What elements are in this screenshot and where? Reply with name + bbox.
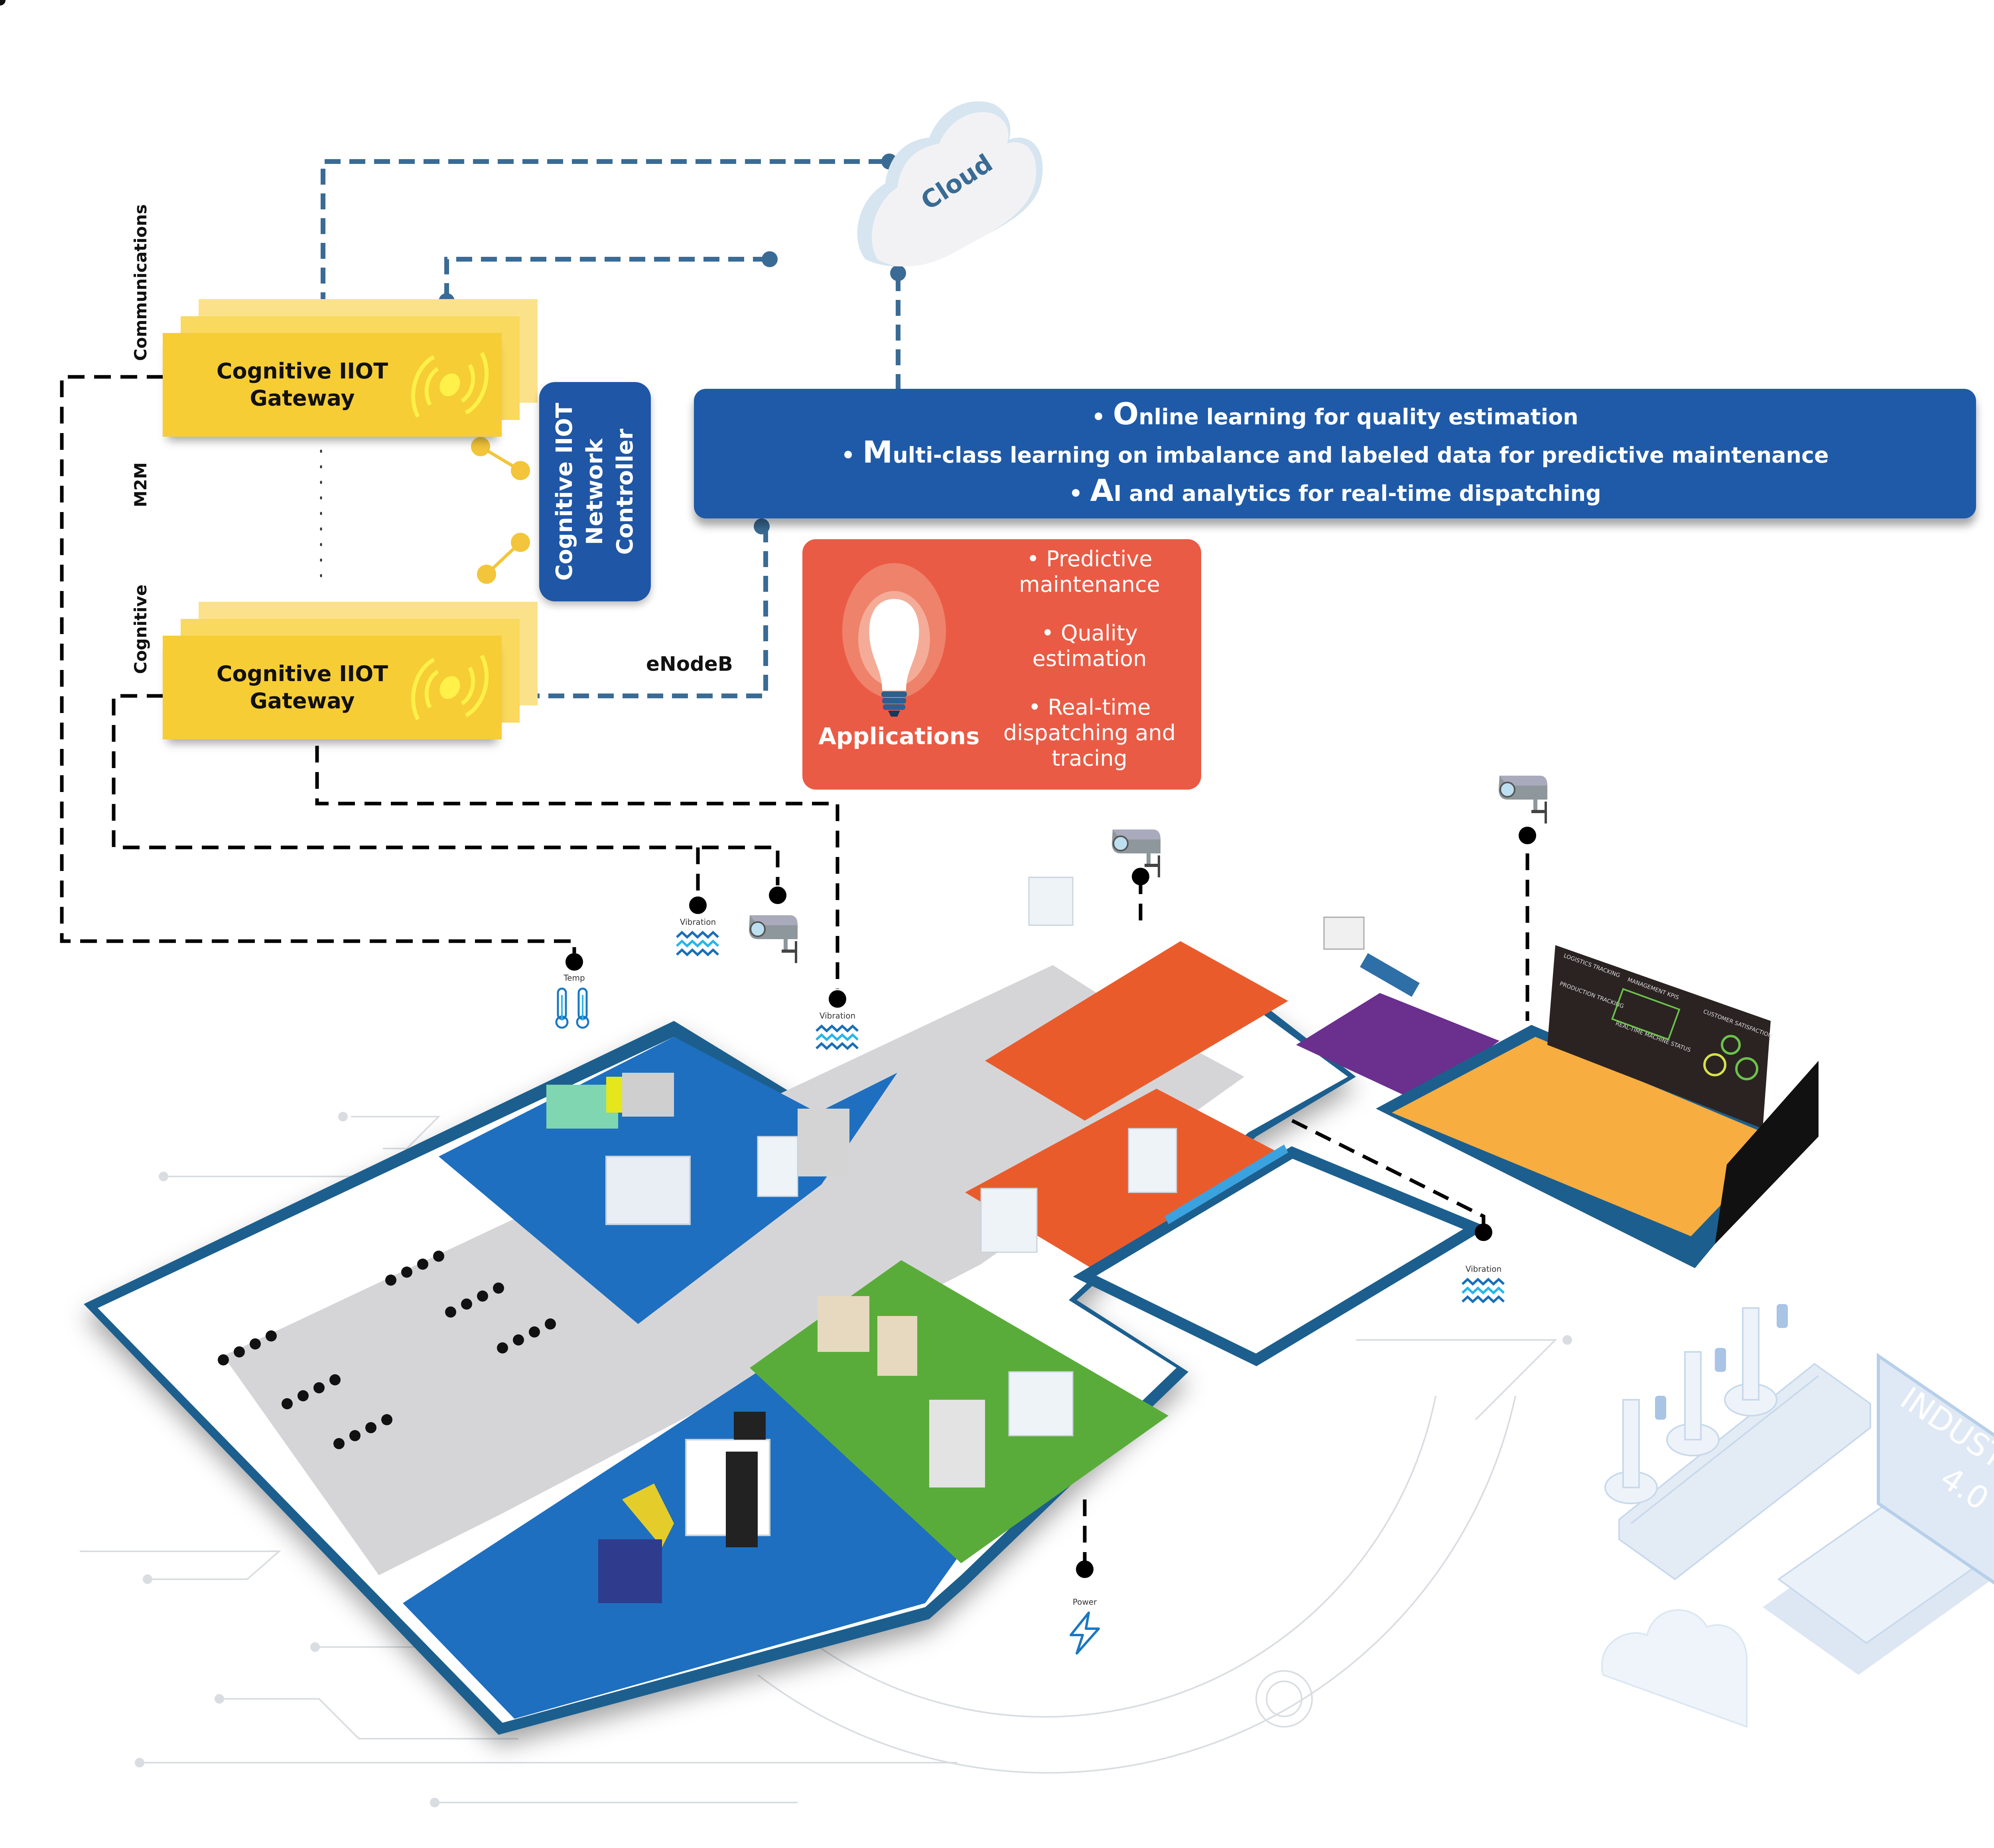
applications-title: Applications bbox=[818, 723, 980, 750]
banner-item: • AI and analytics for real-time dispatc… bbox=[1069, 472, 1601, 508]
zone-orange-line-2 bbox=[965, 1089, 1332, 1300]
vibration-waves-icon[interactable] bbox=[1462, 1276, 1505, 1308]
zone-blue-robotics bbox=[403, 1372, 965, 1719]
aisle bbox=[223, 965, 1244, 1575]
courtyard bbox=[1073, 1146, 1488, 1366]
cloud-icon bbox=[857, 101, 1043, 267]
applications-card: Applications • Predictive maintenance • … bbox=[802, 539, 1201, 790]
gateway-label-line1: Cognitive IIOT bbox=[216, 661, 388, 686]
layer-label-cognitive: Cognitive bbox=[131, 584, 150, 674]
gateway-label-line2: Gateway bbox=[250, 386, 355, 411]
layer-label-communications: Communications bbox=[131, 204, 150, 361]
sensor-label-vibration: Vibration bbox=[1465, 1264, 1502, 1274]
sensor-label-vibration: Vibration bbox=[819, 1011, 856, 1021]
laptop-icon: INDUSTRY 4.0 bbox=[1763, 1353, 1994, 1675]
sensor-label-power: Power bbox=[1072, 1597, 1097, 1607]
application-item: • Real-time dispatching and tracing bbox=[1003, 695, 1176, 771]
conveyor-belt-icon bbox=[1618, 1363, 1871, 1580]
thermometer-icon[interactable] bbox=[552, 987, 596, 1031]
link-gateway-cloud bbox=[321, 159, 890, 333]
gateway-label-line1: Cognitive IIOT bbox=[216, 359, 388, 384]
gateway-top[interactable]: Cognitive IIOT Gateway bbox=[163, 299, 538, 437]
side-display bbox=[1715, 1061, 1819, 1244]
banner-item: • Multi-class learning on imbalance and … bbox=[841, 434, 1829, 470]
workstation-desks bbox=[0, 0, 556, 1449]
enodeb-label: eNodeB bbox=[646, 652, 733, 676]
industry-4-illustration: INDUSTRY 4.0 bbox=[1601, 1304, 1994, 1728]
layer-label-m2m: M2M bbox=[131, 462, 150, 507]
link-enodeb-gateway bbox=[459, 526, 768, 698]
link-node bbox=[754, 518, 770, 534]
vibration-waves-icon[interactable] bbox=[816, 1023, 859, 1055]
sensor-label-temp: Temp bbox=[564, 973, 585, 983]
robot-arm-icon bbox=[1604, 1307, 1777, 1504]
controller-label-line2: Network bbox=[582, 438, 608, 545]
link-gateway-to-hub bbox=[444, 257, 770, 299]
vibration-waves-icon[interactable] bbox=[676, 929, 720, 961]
lightbulb-icon bbox=[842, 563, 946, 717]
controller-label-line1: Cognitive IIOT bbox=[552, 402, 577, 581]
banner-item: • Online learning for quality estimation bbox=[1092, 396, 1578, 431]
machines bbox=[546, 877, 1420, 1603]
application-item: • Quality estimation bbox=[1032, 621, 1147, 671]
gateway-bottom[interactable]: Cognitive IIOT Gateway bbox=[163, 602, 538, 739]
zone-orange-line-1 bbox=[985, 941, 1288, 1121]
link-node bbox=[762, 251, 778, 267]
security-camera-icon[interactable] bbox=[1496, 772, 1555, 824]
gateway-label-line2: Gateway bbox=[250, 688, 355, 713]
wireless-signal-icon bbox=[411, 654, 489, 721]
dashboard-screen: LOGISTICS TRACKING MANAGEMENT KPIS CUSTO… bbox=[1547, 945, 1773, 1129]
analytics-banner: • Online learning for quality estimation… bbox=[694, 389, 1976, 518]
security-camera-icon[interactable] bbox=[746, 911, 806, 963]
link-node bbox=[890, 265, 906, 281]
wireless-signal-icon bbox=[411, 352, 489, 418]
sensor-label-vibration: Vibration bbox=[680, 917, 716, 927]
security-camera-icon[interactable] bbox=[1109, 825, 1168, 877]
network-controller[interactable]: Cognitive IIOT Network Controller bbox=[539, 382, 651, 601]
controller-label-line3: Controller bbox=[612, 428, 638, 555]
cloud-icon bbox=[1601, 1609, 1748, 1728]
lightning-bolt-icon[interactable] bbox=[1067, 1611, 1103, 1655]
application-item: • Predictive maintenance bbox=[1019, 546, 1160, 597]
